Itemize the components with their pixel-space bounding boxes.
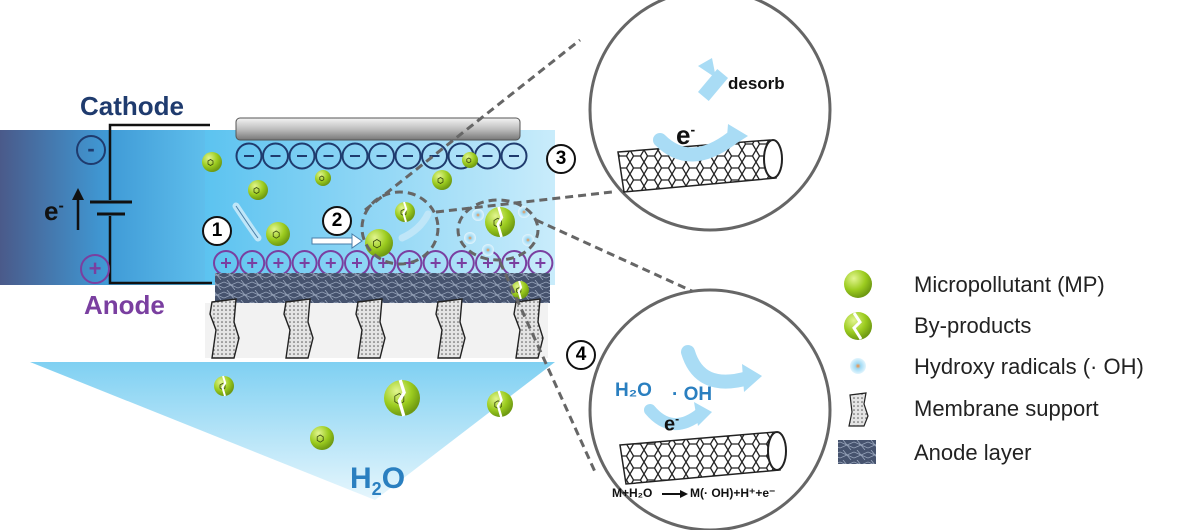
negative-charge <box>341 142 369 170</box>
zoom-circle-4 <box>588 288 832 530</box>
water-outlet-label: H2O <box>350 462 406 499</box>
negative-charge <box>288 142 316 170</box>
radical-cluster <box>464 206 534 256</box>
oxidation-arrow <box>644 404 706 430</box>
step-2-badge: 2 <box>322 206 352 236</box>
byproduct <box>487 390 513 418</box>
legend-label-hydroxy-radicals: Hydroxy radicals (· OH) <box>914 354 1144 379</box>
anode-mesh-layer <box>215 273 550 303</box>
legend-icons <box>838 270 876 464</box>
step-3-badge: 3 <box>546 144 576 174</box>
zoom4-electron-label: e- <box>664 412 680 436</box>
byproduct <box>384 379 420 417</box>
power-panel <box>0 130 215 285</box>
micropollutant <box>310 426 334 450</box>
permeate-water <box>30 362 555 500</box>
cathode-charge-row <box>235 142 528 170</box>
zoom4-focus <box>456 198 540 262</box>
step-4-badge: 4 <box>566 340 596 370</box>
negative-terminal-icon: - <box>76 135 106 165</box>
negative-charge <box>235 142 263 170</box>
membrane-support-pillar <box>435 298 466 359</box>
anode-label: Anode <box>84 290 165 320</box>
legend-label-membrane-support: Membrane support <box>914 396 1099 421</box>
byproduct-icon <box>844 312 872 340</box>
circuit-wire-top <box>108 123 210 200</box>
micropollutant <box>202 152 222 172</box>
circuit-wire-bottom <box>108 216 212 285</box>
electron-transfer-arrow-3 <box>653 131 739 162</box>
step-1-badge: 1 <box>202 216 232 246</box>
membrane-support-pillar <box>209 298 240 359</box>
byproduct <box>214 375 234 397</box>
negative-charge <box>500 142 528 170</box>
zoom3-electron-label: e- <box>676 120 696 150</box>
hydroxy-radical-icon <box>850 358 866 374</box>
membrane-support-pillar <box>283 298 314 359</box>
micropollutant <box>248 180 268 200</box>
reaction-equation-right: M(· OH)+H⁺+e⁻ <box>690 486 776 500</box>
cathode-label: Cathode <box>80 91 184 121</box>
carbon-nanotube-3 <box>617 139 783 193</box>
byproduct <box>511 280 529 300</box>
micropollutant <box>462 152 478 168</box>
legend-label-byproducts: By-products <box>914 313 1032 338</box>
membrane-supports <box>209 298 544 359</box>
reaction-equation-left: M+H₂O <box>612 486 653 500</box>
carbon-nanotube-4 <box>619 431 787 485</box>
zoom4-hydroxyl-label: · OH <box>672 384 713 405</box>
electron-label: e- <box>44 196 64 226</box>
anode-layer-icon <box>838 440 876 464</box>
desorb-label: desorb <box>728 74 785 93</box>
negative-charge <box>368 142 395 170</box>
byproduct <box>485 206 515 238</box>
desorb-arrow-small <box>398 210 432 242</box>
zoom4-water-label: H₂O <box>615 380 652 401</box>
micropollutant-icon <box>844 270 872 298</box>
degradation-arrow <box>681 345 755 389</box>
positive-terminal-icon: + <box>80 254 110 284</box>
negative-charge <box>315 142 342 170</box>
legend-label-micropollutant: Micropollutant (MP) <box>914 272 1105 297</box>
micropollutant <box>266 222 290 246</box>
zoom3-focus <box>360 190 440 266</box>
membrane-support-icon <box>848 392 869 427</box>
legend-label-anode-layer: Anode layer <box>914 440 1032 465</box>
negative-charge <box>394 142 422 170</box>
byproduct <box>395 201 415 223</box>
micropollutant <box>315 170 331 186</box>
cathode-bar <box>235 117 521 141</box>
step2-arrow <box>311 237 353 245</box>
micropollutant <box>432 170 452 190</box>
negative-charge <box>262 142 289 170</box>
zoom-circle-3 <box>588 0 832 232</box>
micropollutant <box>365 229 393 257</box>
membrane-support-pillar <box>355 298 386 359</box>
desorb-arrow <box>697 69 729 101</box>
